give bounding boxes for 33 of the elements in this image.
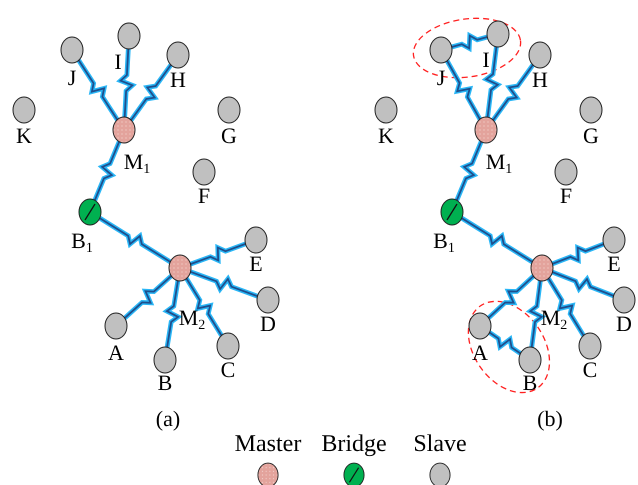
node-label: B (522, 372, 538, 394)
node-label: K (378, 125, 394, 147)
node-label: B (158, 372, 172, 394)
panel-label: (a) (156, 408, 180, 430)
node-label: J (436, 67, 446, 89)
node-label: M$_{2}$ (178, 307, 206, 329)
node-label: F (560, 185, 572, 207)
panel-label: (b) (537, 408, 563, 430)
node-label: H (532, 69, 548, 91)
node-label: J (68, 67, 76, 89)
node-label: C (582, 359, 598, 381)
node-label: B$_{1}$ (433, 230, 455, 252)
legend-label: Slave (413, 432, 467, 456)
node-label: I (114, 51, 122, 73)
node-label: G (221, 125, 237, 147)
node-label: E (607, 253, 621, 275)
node-label: G (583, 125, 599, 147)
node-label: A (472, 342, 488, 364)
node-label: B$_{1}$ (71, 230, 93, 252)
node-label: M$_{2}$ (540, 307, 568, 329)
node-label: D (260, 313, 276, 335)
node-label: I (482, 49, 490, 71)
node-label: F (198, 185, 210, 207)
legend-label: Bridge (321, 432, 387, 456)
node-label: E (249, 253, 263, 275)
node-label: K (16, 125, 32, 147)
node-label: H (170, 69, 186, 91)
legend-label: Master (234, 432, 302, 456)
node-label: A (108, 342, 124, 364)
node-label: C (220, 359, 236, 381)
node-label: M$_{1}$ (486, 151, 512, 173)
node-label: D (616, 313, 632, 335)
node-label: M$_{1}$ (124, 151, 150, 173)
